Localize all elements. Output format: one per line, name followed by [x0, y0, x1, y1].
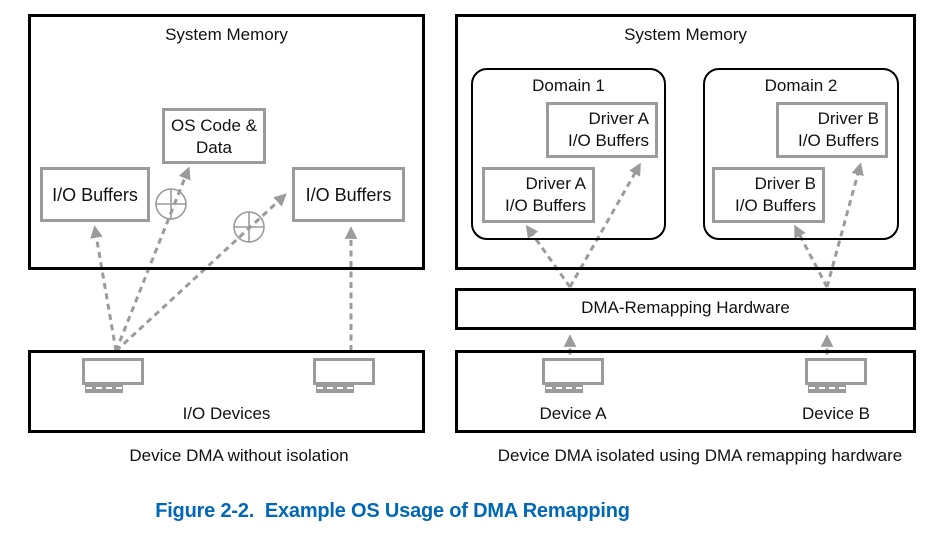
io-device-icon — [313, 358, 375, 385]
io-buffers-right-box: I/O Buffers — [292, 167, 405, 222]
dma-arrow-remapper-to-driverB-lower — [794, 224, 829, 288]
device-a-connector-icon — [545, 385, 583, 393]
dma-remapping-hardware-box: DMA-Remapping Hardware — [455, 288, 916, 330]
dma-arrow-device1-to-right-buffers — [114, 193, 287, 353]
io-device-connector-icon — [85, 385, 123, 393]
left-system-memory-title: System Memory — [165, 25, 288, 44]
dma-arrow-remapper-to-driverA-lower — [525, 224, 572, 288]
right-system-memory-title: System Memory — [624, 25, 747, 44]
io-devices-label: I/O Devices — [182, 404, 271, 423]
right-system-memory-box: System Memory Domain 1 Driver A I/O Buff… — [455, 14, 916, 270]
device-a-icon — [542, 358, 604, 385]
driver-b-upper-buffers-box: Driver B I/O Buffers — [776, 102, 888, 158]
domain2-box: Domain 2 Driver B I/O Buffers Driver B I… — [703, 68, 899, 240]
io-buffers-left-box: I/O Buffers — [40, 167, 150, 222]
io-device-connector-icon — [316, 385, 354, 393]
device-a-label: Device A — [539, 404, 607, 423]
dma-remapping-hardware-label: DMA-Remapping Hardware — [581, 298, 790, 317]
device-b-label: Device B — [801, 404, 871, 423]
dma-arrow-remapper-to-driverA-upper — [568, 162, 641, 288]
io-device-icon — [82, 358, 144, 385]
driver-b-lower-buffers-box: Driver B I/O Buffers — [712, 167, 825, 223]
left-system-memory-box: System Memory OS Code & Data I/O Buffers… — [28, 14, 425, 270]
driver-a-lower-buffers-box: Driver A I/O Buffers — [482, 167, 595, 223]
blocked-access-icon — [155, 188, 187, 220]
figure-caption: Figure 2-2. Example OS Usage of DMA Rema… — [155, 500, 630, 522]
right-panel-caption: Device DMA isolated using DMA remapping … — [497, 446, 903, 465]
blocked-access-icon — [233, 211, 265, 243]
domain1-box: Domain 1 Driver A I/O Buffers Driver A I… — [471, 68, 666, 240]
driver-a-upper-buffers-box: Driver A I/O Buffers — [546, 102, 658, 158]
device-b-connector-icon — [808, 385, 846, 393]
io-devices-box: I/O Devices — [28, 350, 425, 433]
domain1-title: Domain 1 — [532, 76, 605, 95]
device-b-icon — [805, 358, 867, 385]
left-panel-caption: Device DMA without isolation — [129, 446, 349, 465]
os-code-data-box: OS Code & Data — [162, 108, 266, 164]
domain2-title: Domain 2 — [764, 76, 838, 95]
right-devices-box: Device A Device B — [455, 350, 916, 433]
dma-arrow-device1-to-os-code — [114, 166, 191, 352]
